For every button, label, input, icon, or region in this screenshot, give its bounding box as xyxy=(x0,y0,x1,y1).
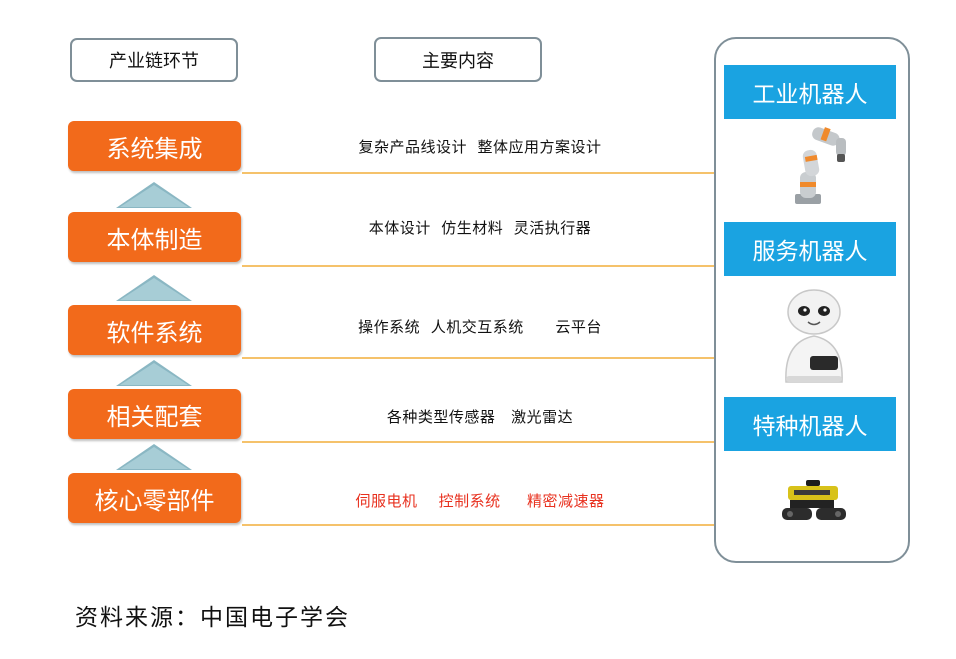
divider-line xyxy=(242,172,714,174)
stage-core-components: 核心零部件 xyxy=(68,473,241,523)
up-arrow-icon xyxy=(116,182,192,208)
service-robot-icon xyxy=(785,289,843,383)
stage-body-manufacturing: 本体制造 xyxy=(68,212,241,262)
category-special-robot: 特种机器人 xyxy=(724,397,896,451)
category-industrial-robot: 工业机器人 xyxy=(724,65,896,119)
divider-line xyxy=(242,265,714,267)
source-note: 资料来源：中国电子学会 xyxy=(75,605,350,631)
divider-line xyxy=(242,357,714,359)
up-arrow-icon xyxy=(116,444,192,470)
industrial-robot-arm-icon xyxy=(795,127,846,204)
up-arrow-icon xyxy=(116,360,192,386)
stage-content-software-system: 操作系统 人机交互系统 云平台 xyxy=(358,317,602,336)
chain-header: 产业链环节 xyxy=(70,38,238,82)
stage-system-integration: 系统集成 xyxy=(68,121,241,171)
divider-line xyxy=(242,441,714,443)
stage-content-core-components: 伺服电机 控制系统 精密减速器 xyxy=(355,491,605,510)
stage-content-system-integration: 复杂产品线设计 整体应用方案设计 xyxy=(358,137,602,156)
up-arrow-icon xyxy=(116,275,192,301)
category-service-robot: 服务机器人 xyxy=(724,222,896,276)
stage-content-body-manufacturing: 本体设计 仿生材料 灵活执行器 xyxy=(368,218,592,237)
divider-line xyxy=(242,524,714,526)
stage-supporting-components: 相关配套 xyxy=(68,389,241,439)
stage-content-supporting-components: 各种类型传感器 激光雷达 xyxy=(386,407,574,426)
special-robot-icon xyxy=(782,480,846,520)
content-header: 主要内容 xyxy=(374,37,542,82)
stage-software-system: 软件系统 xyxy=(68,305,241,355)
